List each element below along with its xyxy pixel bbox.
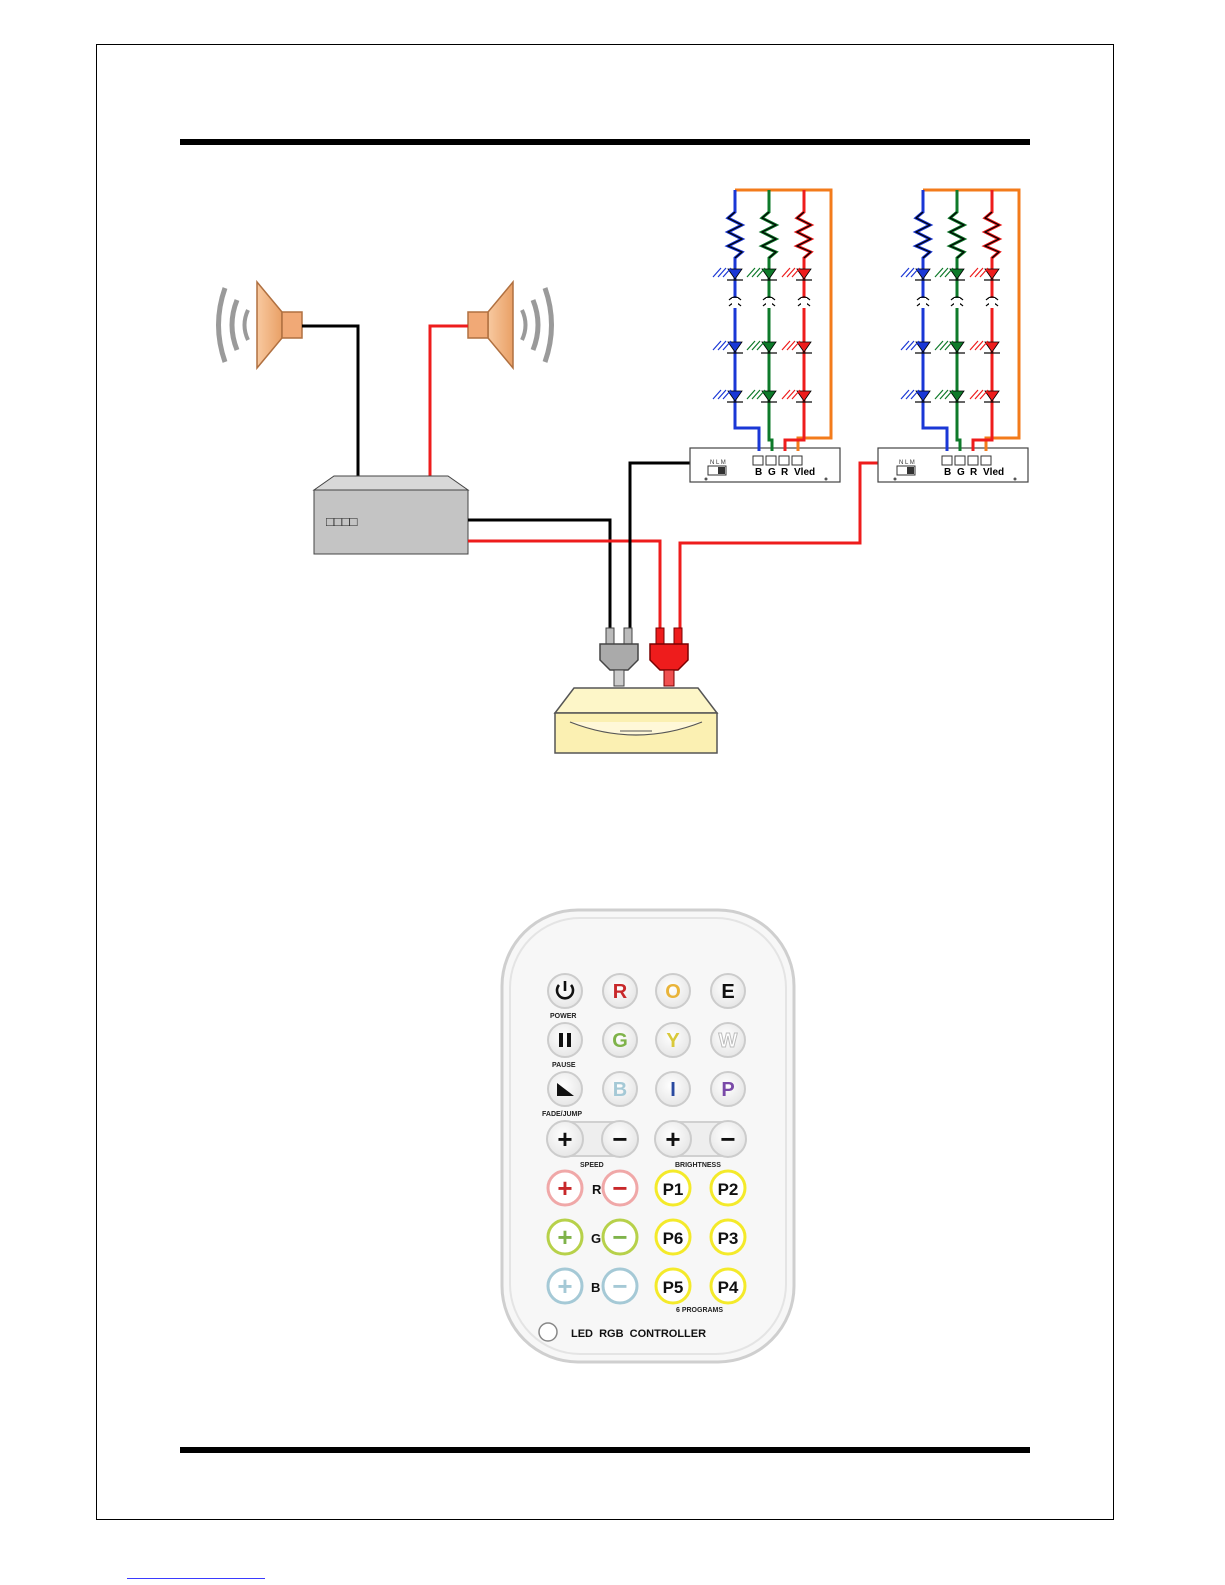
led-icon [916, 269, 930, 279]
resistor-icon [762, 212, 776, 258]
resistor-icon [985, 212, 999, 258]
led-icon [985, 269, 999, 279]
led-driver-left: N L M B G R Vled [690, 448, 840, 482]
wiring-diagram: □□□□ N L M B G R Vled [0, 0, 1225, 860]
amplifier: □□□□ [314, 476, 468, 554]
right-strip-channel-wire [973, 190, 999, 451]
dvd-player [555, 688, 717, 753]
right-speaker [468, 282, 552, 368]
terminal-r: R [970, 467, 978, 478]
right-strip-vled-wire [923, 190, 1019, 451]
left-strip-channel-wire [785, 190, 811, 451]
left-speaker-wire [302, 326, 358, 476]
led-icon [950, 269, 964, 279]
left-strip-vled-wire [735, 190, 831, 451]
led-icon [728, 269, 742, 279]
led-icon [950, 342, 964, 352]
led-icon [916, 391, 930, 401]
led-icon [762, 342, 776, 352]
footer-rule [180, 1447, 1030, 1453]
led-icon [797, 269, 811, 279]
remote-photo-background [432, 876, 848, 1390]
driver-red-input-wire [680, 463, 878, 628]
mode-switch-label: N L M [710, 460, 726, 466]
led-icon [762, 391, 776, 401]
led-icon [797, 342, 811, 352]
resistor-icon [950, 212, 964, 258]
led-driver-right: N L M B G R Vled [878, 448, 1028, 482]
terminal-vled: Vled [794, 467, 815, 478]
white-rca-plug [600, 628, 638, 686]
right-speaker-wire [430, 326, 468, 476]
terminal-r: R [781, 467, 789, 478]
led-icon [985, 342, 999, 352]
red-rca-plug [650, 628, 688, 686]
amplifier-indicator-dots: □□□□ [326, 514, 358, 529]
led-icon [728, 342, 742, 352]
mode-switch-label: N L M [899, 460, 915, 466]
terminal-b: B [944, 467, 951, 478]
led-icon [916, 342, 930, 352]
resistor-icon [797, 212, 811, 258]
led-icon [950, 391, 964, 401]
led-strips [713, 190, 1019, 451]
terminal-b: B [755, 467, 762, 478]
resistor-icon [728, 212, 742, 258]
led-icon [797, 391, 811, 401]
footer-link-underline [127, 1578, 265, 1579]
terminal-vled: Vled [983, 467, 1004, 478]
resistor-icon [916, 212, 930, 258]
led-icon [762, 269, 776, 279]
led-icon [985, 391, 999, 401]
led-icon [728, 391, 742, 401]
terminal-g: G [768, 467, 776, 478]
terminal-g: G [957, 467, 965, 478]
left-speaker [219, 282, 303, 368]
amp-black-output-wire [468, 520, 610, 628]
